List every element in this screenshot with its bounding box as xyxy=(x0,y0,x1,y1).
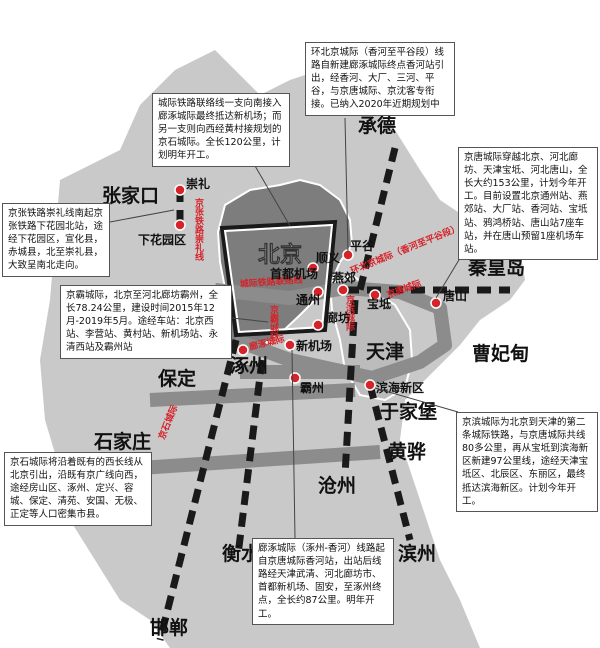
station-xiahuayuan xyxy=(174,219,186,231)
station-langfang xyxy=(312,319,324,331)
city-tianjin: 天津 xyxy=(366,340,404,363)
region-background xyxy=(40,50,525,648)
jingshi-dashed-line xyxy=(156,339,240,641)
cangzhou-line xyxy=(341,299,359,476)
station-chongli xyxy=(174,184,186,196)
note-ring: 环北京城际（香河至平谷段）线路自新建廊涿城际终点香河站引出，经香河、大厂、三河、… xyxy=(305,42,455,116)
city-new-airport: 新机场 xyxy=(296,338,332,353)
city-shunyi: 顺义 xyxy=(316,250,341,265)
city-capital-airport: 首都机场 xyxy=(270,266,318,281)
city-zhangjiakou: 张家口 xyxy=(102,184,159,207)
line-label-jingzhang-chongli: 京张铁路崇礼线 xyxy=(193,197,204,262)
leader-lines xyxy=(107,117,481,539)
note-jingshi: 京石城际将沿着既有的西长线从北京引出，沿既有京广线向西，途经房山区、涿州、定兴、… xyxy=(4,452,152,526)
city-beijing: 北京 xyxy=(258,242,302,268)
station-baodi xyxy=(369,289,381,301)
city-hengshui: 衡水 xyxy=(222,542,261,565)
station-binhai xyxy=(364,379,376,391)
city-chongli: 崇礼 xyxy=(186,176,210,191)
shijiazhuang-line xyxy=(149,383,356,407)
station-capital-airport xyxy=(307,262,319,274)
city-baoding: 保定 xyxy=(157,367,196,390)
city-tangshan: 唐山 xyxy=(443,288,467,303)
leader-chongli xyxy=(109,209,175,223)
huanghua-line xyxy=(139,445,381,475)
city-yanjiao: 燕郊 xyxy=(332,270,356,285)
note-jingbin: 京滨城际为北京到天津的第二条城际铁路，与京唐城际共线80多公里，再从宝坻到滨海新… xyxy=(456,412,598,512)
note-jingba: 京霸城际，北京至河北廊坊霸州，全长78.24公里，建设时间2015年12月-20… xyxy=(60,285,232,359)
station-tangshan xyxy=(430,297,442,309)
city-langfang: 廊坊 xyxy=(326,310,350,325)
city-caofeidian: 曹妃甸 xyxy=(472,342,529,365)
leader-ring xyxy=(344,117,349,253)
city-bazhou: 霸州 xyxy=(300,381,324,395)
city-chengde: 承德 xyxy=(358,114,396,137)
city-yujiapu: 于家堡 xyxy=(380,400,437,423)
city-binzhou: 滨州 xyxy=(398,542,436,565)
station-bazhou xyxy=(289,372,301,384)
city-tongzhou: 通州 xyxy=(296,292,320,307)
leader-jingbin xyxy=(374,387,459,413)
line-label-jingbin: 京滨城际 xyxy=(344,294,355,332)
chengde-line xyxy=(356,147,399,291)
note-langzhuo: 廊涿城际（涿州-香河）线路起自京唐城际香河站，出站后线路经天津武清、河北廊坊市、… xyxy=(252,538,394,625)
station-new-airport xyxy=(284,339,296,351)
note-chongli: 京张铁路崇礼线南起京张铁路下花园北站，途经下花园区，宣化县，赤城县，北至崇礼县，… xyxy=(2,203,110,277)
city-xiahuayuan: 下花园区 xyxy=(138,232,186,247)
station-jingxi xyxy=(237,344,249,356)
city-binhai: 滨海新区 xyxy=(376,380,424,395)
city-qinhuangdao: 秦皇岛 xyxy=(467,256,525,279)
stations xyxy=(174,184,442,391)
city-baodi: 宝坻 xyxy=(367,296,391,311)
note-liaison: 城际铁路联络线一支向南接入廊涿城际最终抵达新机场；而另一支则向西经黄村接规划的京… xyxy=(152,93,290,167)
city-cangzhou: 沧州 xyxy=(318,474,356,497)
city-pinggu: 平谷 xyxy=(350,238,375,253)
station-yanjiao xyxy=(337,284,349,296)
note-jingtang: 京唐城际穿越北京、河北廊坊、天津宝坻、河北唐山，全长大约153公里，计划今年开工… xyxy=(458,147,598,260)
city-huanghua: 黄骅 xyxy=(388,440,426,463)
hengshui-line xyxy=(234,359,266,556)
leader-jingba xyxy=(231,317,269,323)
city-zhuozhou: 涿州 xyxy=(230,355,268,377)
city-shijiazhuang: 石家庄 xyxy=(93,430,151,453)
line-label-jingba: 京霸城际 xyxy=(268,304,279,342)
station-tongzhou xyxy=(312,286,324,298)
binzhou-line xyxy=(366,384,414,541)
city-handan: 邯郸 xyxy=(150,617,188,639)
leader-langzhuo xyxy=(291,349,296,539)
